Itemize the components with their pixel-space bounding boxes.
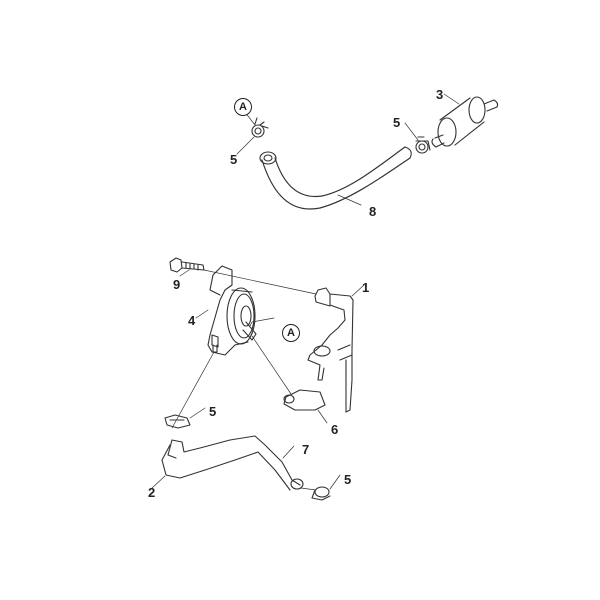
fuel-filter-3 [431, 96, 499, 148]
leader-lines [151, 93, 460, 491]
part-label-6: 6 [331, 422, 339, 437]
bolt-9 [169, 257, 205, 273]
part-label-1: 1 [362, 280, 370, 295]
part-label-4: 4 [188, 313, 196, 328]
clamp-5-top-right [415, 136, 431, 154]
part-label-5-bottom: 5 [344, 472, 352, 487]
clamp-5-bottom [311, 486, 331, 501]
clamp-5-middle [164, 414, 191, 429]
part-label-5-top-right: 5 [393, 115, 401, 130]
hose-6 [283, 389, 326, 411]
callout-a-middle: A [282, 324, 300, 342]
fuel-pump-4 [207, 265, 257, 356]
hose-2 [161, 435, 304, 491]
part-label-5-middle: 5 [209, 404, 217, 419]
hose-8 [259, 146, 412, 210]
part-label-5-top-left: 5 [230, 152, 238, 167]
part-label-9: 9 [173, 277, 181, 292]
part-label-7: 7 [302, 442, 310, 457]
part-label-2: 2 [148, 485, 156, 500]
part-label-3: 3 [436, 87, 444, 102]
callout-a-top: A [234, 98, 252, 116]
clamp-5-top-left [251, 117, 269, 138]
bracket-1 [307, 287, 354, 413]
part-label-8: 8 [369, 204, 377, 219]
